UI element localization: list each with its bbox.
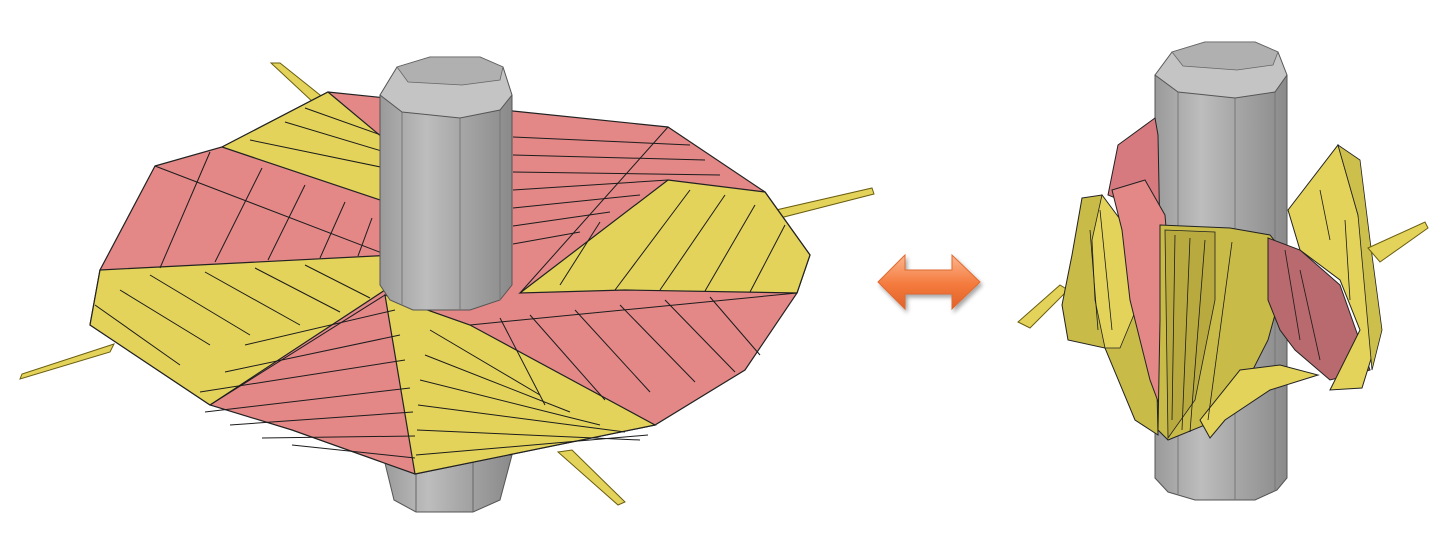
crease-lines (94, 107, 798, 459)
spike-left (19, 343, 115, 380)
yellow-panels (89, 91, 811, 475)
column-upper (379, 56, 513, 311)
spike-right-folded (1367, 221, 1429, 263)
spike-bottom-right (556, 449, 626, 506)
spike-right (775, 187, 875, 219)
flat-pattern (19, 56, 875, 513)
folded-shape (1017, 41, 1429, 501)
panel-bottom (384, 294, 657, 475)
yellow-flap-bottom (1199, 364, 1320, 439)
pink-panel-right (1267, 237, 1371, 381)
spike-left-folded (1017, 284, 1069, 329)
double-headed-arrow-icon (877, 253, 981, 311)
folded-crease-lines (1089, 189, 1351, 433)
